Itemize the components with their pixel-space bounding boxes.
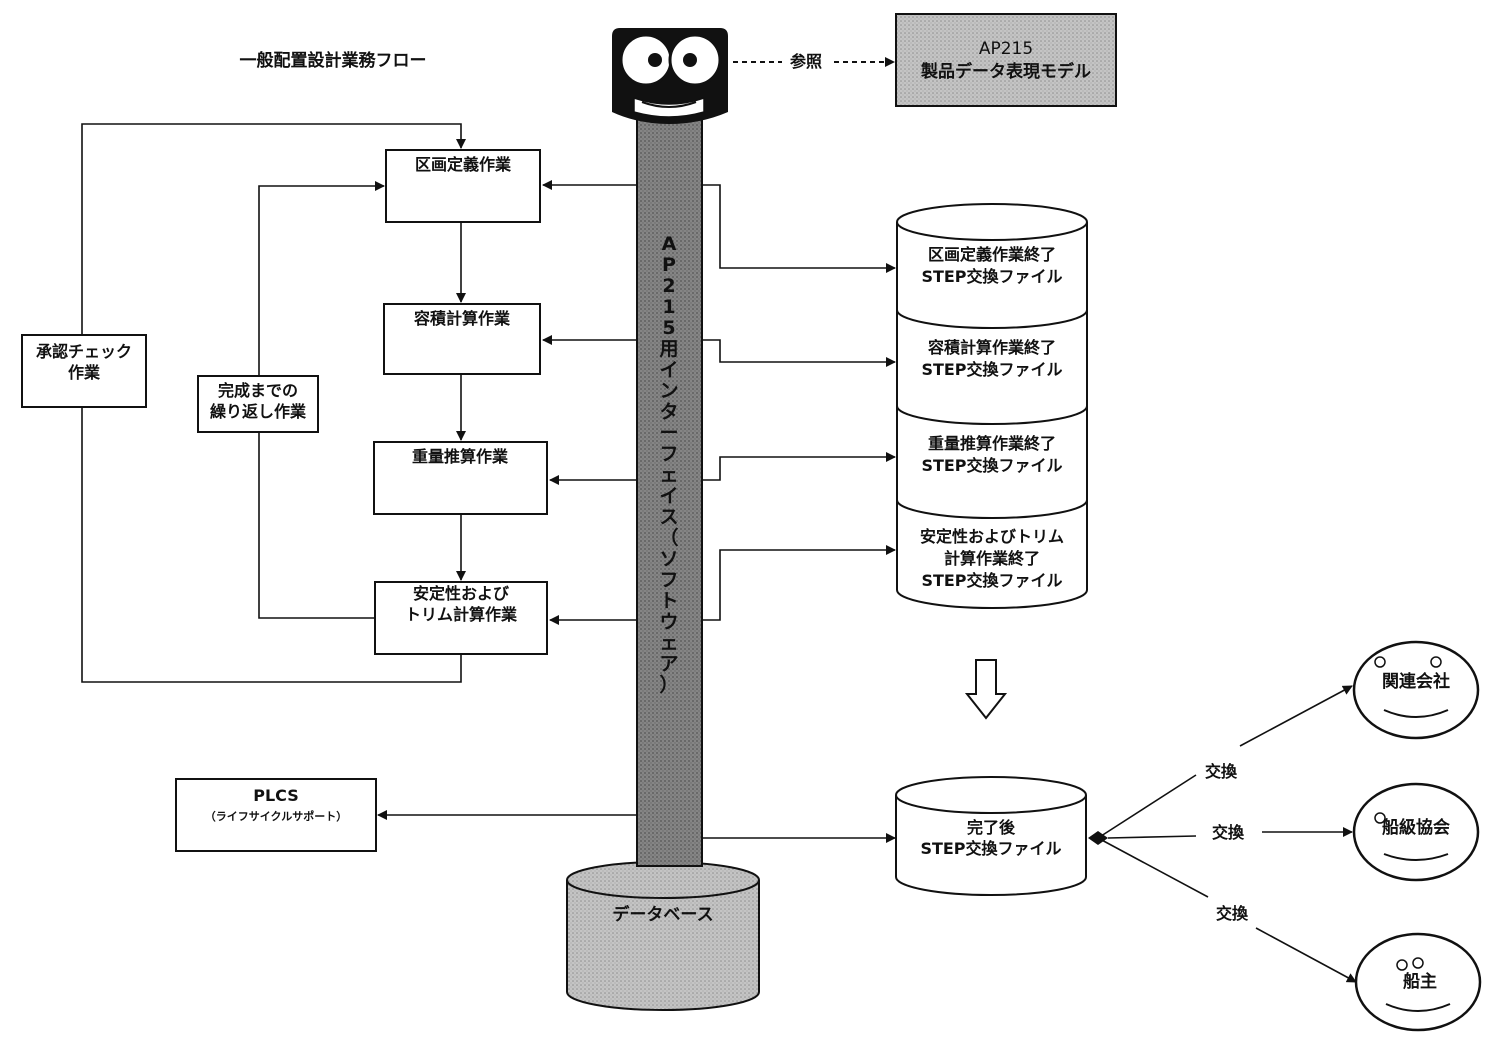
database-label: データベース xyxy=(612,904,713,925)
plcs-box: PLCS （ライフサイクルサポート） xyxy=(175,778,377,852)
repeat-work-box: 完成までの 繰り返し作業 xyxy=(197,375,319,433)
task-volume-label: 容積計算作業 xyxy=(413,309,511,328)
step-file-1-line2: STEP交換ファイル xyxy=(921,267,1062,286)
step-file-3-line2: STEP交換ファイル xyxy=(921,456,1062,475)
partner-affiliate-label: 関連会社 xyxy=(1382,671,1450,692)
final-file-line2: STEP交換ファイル xyxy=(920,839,1061,858)
step-file-3-line1: 重量推算作業終了 xyxy=(928,434,1056,453)
step-file-2-line1: 容積計算作業終了 xyxy=(927,338,1056,357)
task-stability-line1: 安定性および xyxy=(413,584,510,603)
partner-affiliate: 関連会社 xyxy=(1352,640,1480,740)
down-arrow-icon xyxy=(964,659,1008,720)
final-step-file-cylinder: 完了後 STEP交換ファイル xyxy=(895,776,1087,896)
task-partition-label: 区画定義作業 xyxy=(415,155,512,174)
ap215-model-box: AP215 製品データ表現モデル xyxy=(895,13,1117,107)
partner-shipowner-label: 船主 xyxy=(1403,971,1437,992)
approval-line1: 承認チェック xyxy=(36,342,132,361)
task-weight-label: 重量推算作業 xyxy=(412,447,509,466)
step-file-4-line1: 安定性およびトリム xyxy=(920,527,1064,546)
approval-check-box: 承認チェック 作業 xyxy=(21,334,147,408)
partner-classification-label: 船級協会 xyxy=(1382,817,1450,838)
exchange-label-1: 交換 xyxy=(1205,762,1238,781)
task-box-partition: 区画定義作業 xyxy=(385,149,541,223)
task-box-stability: 安定性および トリム計算作業 xyxy=(374,581,548,655)
step-file-1-line1: 区画定義作業終了 xyxy=(928,245,1056,264)
task-stability-line2: トリム計算作業 xyxy=(405,605,518,624)
step-file-4-line2: 計算作業終了 xyxy=(944,549,1040,568)
plcs-line1: PLCS xyxy=(253,786,298,805)
task-box-weight: 重量推算作業 xyxy=(373,441,548,515)
step-file-4-line3: STEP交換ファイル xyxy=(921,571,1062,590)
plcs-line2: （ライフサイクルサポート） xyxy=(205,809,347,823)
repeat-line1: 完成までの xyxy=(218,381,298,400)
exchange-label-2: 交換 xyxy=(1212,823,1245,842)
repeat-line2: 繰り返し作業 xyxy=(210,402,307,421)
step-file-2-line2: STEP交換ファイル xyxy=(921,360,1062,379)
final-file-line1: 完了後 xyxy=(967,818,1016,837)
ap215-model-line2: 製品データ表現モデル xyxy=(920,61,1091,82)
face-icon xyxy=(612,28,728,124)
approval-line2: 作業 xyxy=(68,363,101,382)
reference-label: 参照 xyxy=(790,52,822,71)
diagram-title: 一般配置設計業務フロー xyxy=(240,50,427,71)
partner-classification-society: 船級協会 xyxy=(1352,782,1480,882)
exchange-label-3: 交換 xyxy=(1216,904,1249,923)
step-file-stack: 区画定義作業終了 STEP交換ファイル 容積計算作業終了 STEP交換ファイル … xyxy=(896,203,1088,609)
task-box-volume: 容積計算作業 xyxy=(383,303,541,375)
database-cylinder: データベース xyxy=(566,861,760,1011)
ap215-model-line1: AP215 xyxy=(979,39,1033,59)
partner-shipowner: 船主 xyxy=(1354,932,1482,1032)
